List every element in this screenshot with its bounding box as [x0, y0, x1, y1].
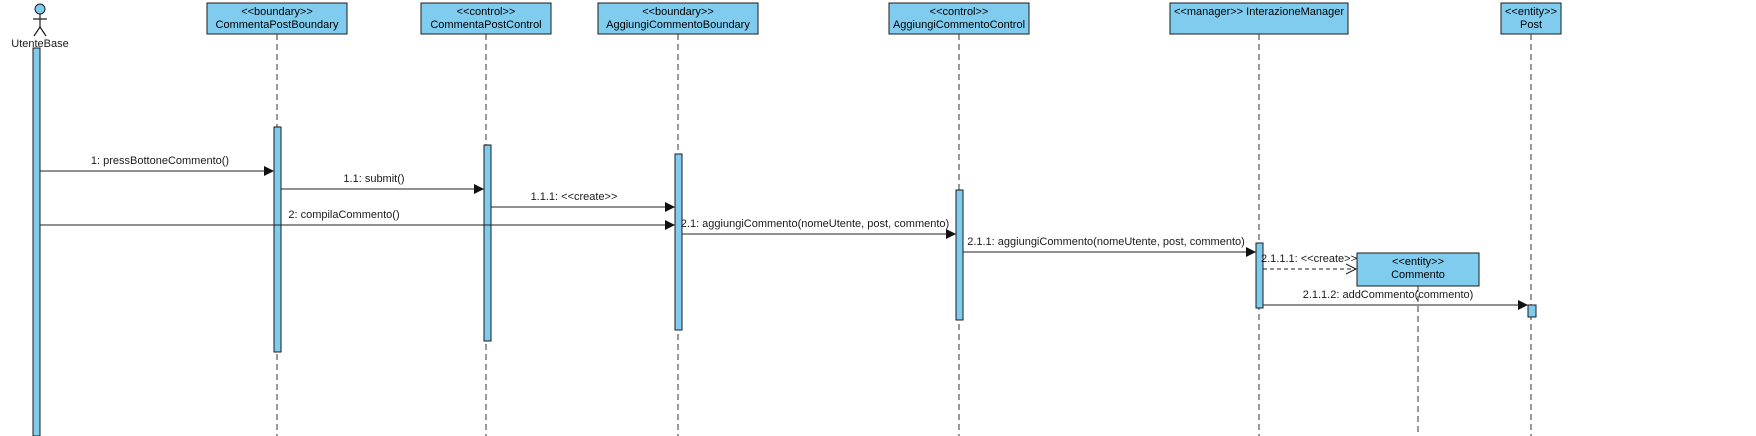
lifeline-header-commentapostcontrol[interactable]: <<control>> CommentaPostControl [420, 2, 552, 35]
message-label: 2.1.1: aggiungiCommento(nomeUtente, post… [967, 236, 1245, 248]
lifeline-name: AggiungiCommentoBoundary [606, 19, 750, 31]
lifeline-header-interazionemanager[interactable]: <<manager>> InterazioneManager [1169, 2, 1349, 35]
activation-bars [32, 47, 1537, 436]
activation-utentebase[interactable] [32, 47, 41, 436]
activation-aggiungicommentocontrol[interactable] [955, 189, 964, 321]
object-name: Commento [1391, 269, 1445, 281]
actor-leg-right-icon [39, 26, 47, 37]
actor-head-icon [34, 3, 46, 15]
message-label: 2.1.1.2: addCommento(commento) [1303, 289, 1474, 301]
activation-commentapostcontrol[interactable] [483, 144, 492, 342]
lifeline-header-post[interactable]: <<entity>> Post [1500, 2, 1562, 35]
activation-interazionemanager[interactable] [1255, 242, 1264, 309]
lifeline-name: AggiungiCommentoControl [893, 19, 1025, 31]
lifelines [276, 34, 1532, 436]
message-1-1[interactable]: 1.1: submit() [281, 173, 484, 194]
actor-leg-left-icon [33, 26, 41, 37]
actor-utentebase[interactable]: UtenteBase [11, 3, 69, 50]
lifeline-name: CommentaPostControl [430, 19, 541, 31]
activation-commentapostboundary[interactable] [273, 126, 282, 353]
stereotype-label: <<entity>> [1392, 256, 1444, 268]
message-label: 2: compilaCommento() [288, 209, 399, 221]
message-2-1-1[interactable]: 2.1.1: aggiungiCommento(nomeUtente, post… [963, 236, 1256, 257]
stereotype-label: <<entity>> [1505, 6, 1557, 18]
lifeline-header-commentapostboundary[interactable]: <<boundary>> CommentaPostBoundary [206, 2, 348, 35]
activation-aggiungicommentoboundary[interactable] [674, 153, 683, 331]
activation-post[interactable] [1527, 304, 1537, 318]
lifeline-name: CommentaPostBoundary [216, 19, 339, 31]
stereotype-label: <<control>> [930, 6, 989, 18]
message-2-1-1-1[interactable]: 2.1.1.1: <<create>> [1261, 253, 1358, 275]
message-label: 1: pressBottoneCommento() [91, 155, 229, 167]
created-object-commento[interactable]: <<entity>> Commento [1356, 252, 1480, 287]
message-1[interactable]: 1: pressBottoneCommento() [40, 155, 274, 176]
open-arrow-icon [1345, 263, 1358, 275]
message-label: 1.1.1: <<create>> [531, 191, 618, 203]
lifeline-name: Post [1520, 19, 1542, 31]
lifeline-name: <<manager>> InterazioneManager [1174, 6, 1344, 18]
message-2-1-1-2[interactable]: 2.1.1.2: addCommento(commento) [1263, 289, 1528, 310]
message-2-1[interactable]: 2.1: aggiungiCommento(nomeUtente, post, … [681, 218, 956, 239]
stereotype-label: <<boundary>> [642, 6, 714, 18]
stereotype-label: <<control>> [457, 6, 516, 18]
message-label: 2.1: aggiungiCommento(nomeUtente, post, … [681, 218, 949, 230]
message-label: 2.1.1.1: <<create>> [1261, 253, 1357, 265]
message-label: 1.1: submit() [343, 173, 404, 185]
message-2[interactable]: 2: compilaCommento() [40, 209, 675, 230]
lifeline-header-aggiungicommentocontrol[interactable]: <<control>> AggiungiCommentoControl [888, 2, 1030, 35]
stereotype-label: <<boundary>> [241, 6, 313, 18]
message-1-1-1[interactable]: 1.1.1: <<create>> [491, 191, 675, 212]
actor-label: UtenteBase [11, 38, 68, 50]
lifeline-header-aggiungicommentoboundary[interactable]: <<boundary>> AggiungiCommentoBoundary [597, 2, 759, 35]
